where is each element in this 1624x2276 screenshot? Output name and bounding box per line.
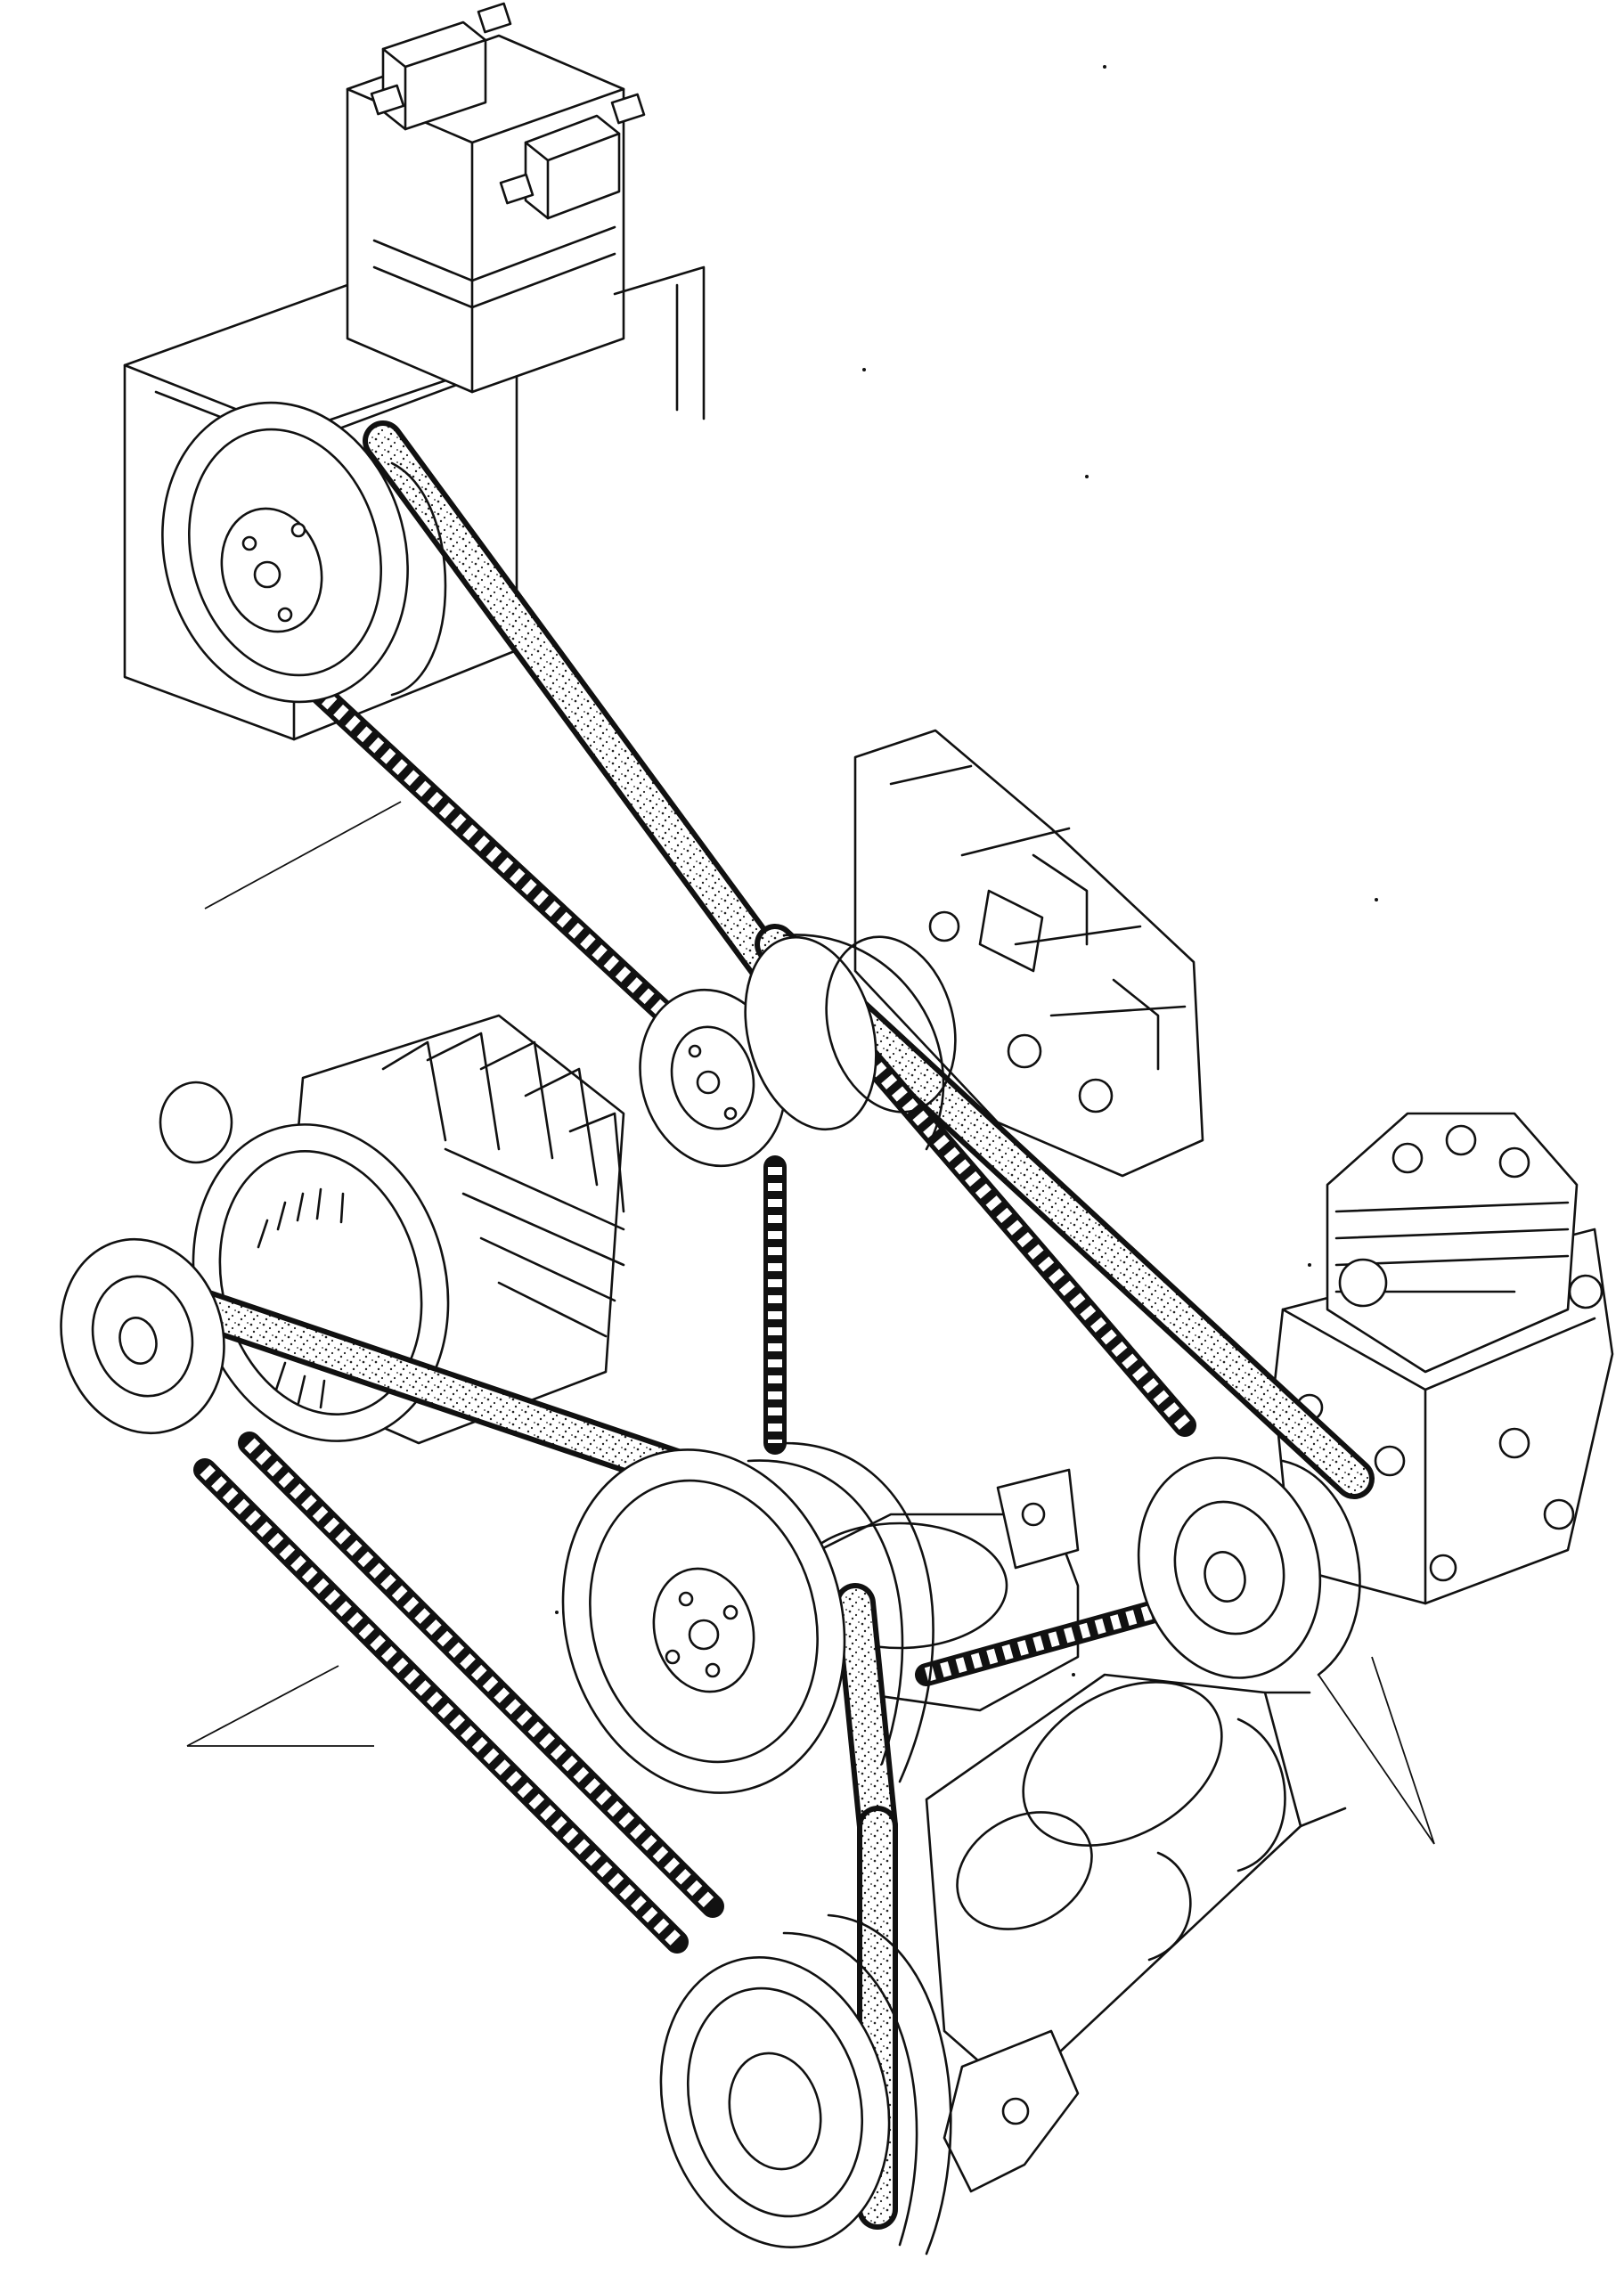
- fitting-top-right: [499, 93, 646, 220]
- leader-lines: [186, 801, 1435, 1845]
- air-compressor: [1272, 1112, 1614, 1605]
- pulley-steering: [744, 934, 957, 1151]
- scan-specks: [555, 65, 1378, 1676]
- crankshaft: [925, 1673, 1347, 2193]
- pulley-alternator: [60, 1237, 225, 1435]
- pulley-compressor: [161, 401, 447, 704]
- pulley-water-pump: [561, 1441, 934, 1794]
- pulley-crankshaft: [659, 1913, 952, 2256]
- belt-upper-toothed: [291, 665, 1196, 1455]
- fitting-top-left: [370, 2, 512, 131]
- power-steering-pump: [853, 729, 1204, 1178]
- alternator: [159, 1014, 625, 1445]
- pulley-air-compressor: [1137, 1456, 1361, 1679]
